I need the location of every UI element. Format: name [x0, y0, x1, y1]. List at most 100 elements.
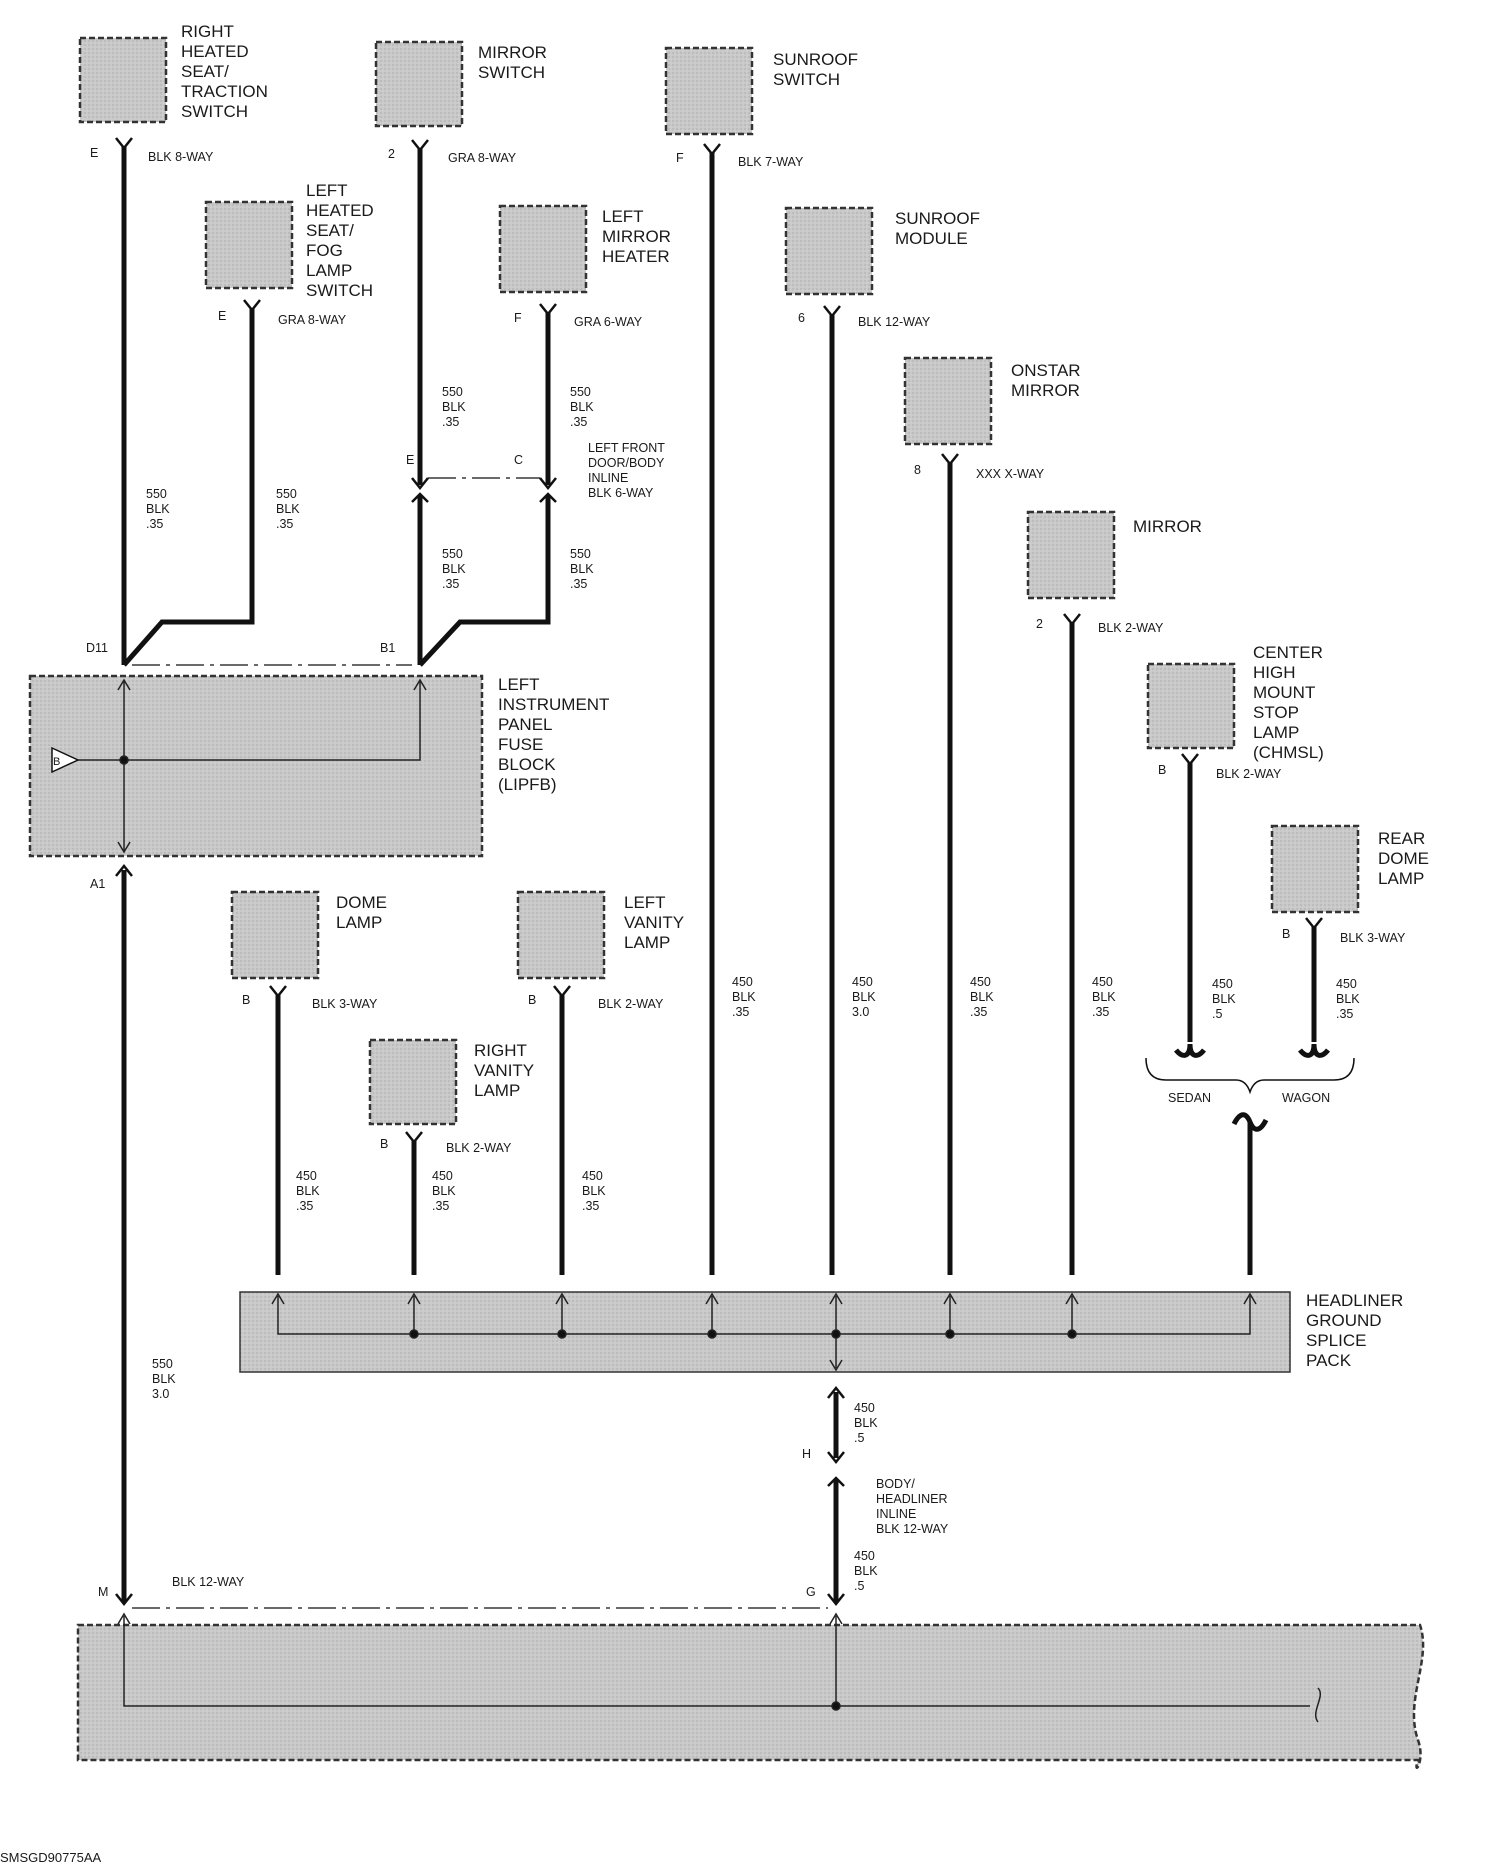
label-line: SEAT/: [306, 221, 354, 240]
label-line: RIGHT: [181, 22, 234, 41]
label-line: RIGHT: [474, 1041, 527, 1060]
inline-door-socket-left: [411, 492, 429, 503]
label-line: .35: [570, 577, 587, 591]
label-line: LEFT: [602, 207, 644, 226]
label-line: .35: [1092, 1005, 1109, 1019]
label-line: LAMP: [1253, 723, 1299, 742]
pin-mirror: 2: [1036, 617, 1043, 631]
label-line: .5: [854, 1579, 864, 1593]
label-mirror: MIRROR: [1133, 517, 1202, 536]
label-line: SUNROOF: [773, 50, 858, 69]
label-line: 450: [970, 975, 991, 989]
wire-left-mirror-heater-lower: [418, 495, 551, 667]
label-line: MOUNT: [1253, 683, 1315, 702]
conn-left-vanity-lamp: BLK 2-WAY: [598, 997, 664, 1011]
label-line: CENTER: [1253, 643, 1323, 662]
label-line: BLK: [1336, 992, 1360, 1006]
hook-chmsl: [1174, 1043, 1206, 1058]
label-line: BLK: [152, 1372, 176, 1386]
label-line: HEATED: [306, 201, 374, 220]
pin-rear-dome-lamp: B: [1282, 927, 1290, 941]
pin-d11: D11: [86, 641, 108, 655]
label-line: INLINE: [588, 471, 628, 485]
label-line: SPLICE: [1306, 1331, 1366, 1350]
terminal-splice-bottom: [827, 1385, 845, 1399]
label-line: BLK: [1092, 990, 1116, 1004]
pin-body-g: G: [806, 1585, 816, 1599]
label-line: 450: [852, 975, 873, 989]
label-line: BLK: [970, 990, 994, 1004]
onstar-mirror-box: [903, 356, 993, 446]
label-line: BLK: [732, 990, 756, 1004]
conn-onstar-mirror: XXX X-WAY: [976, 467, 1045, 481]
pin-left-heated-seat: E: [218, 309, 226, 323]
label-line: HEATER: [602, 247, 670, 266]
label-line: VANITY: [624, 913, 684, 932]
label-line: 3.0: [852, 1005, 869, 1019]
label-line: LAMP: [1378, 869, 1424, 888]
terminal-body-m: [115, 1593, 133, 1607]
conn-mirror: BLK 2-WAY: [1098, 621, 1164, 635]
label-line: 3.0: [152, 1387, 169, 1401]
label-line: STOP: [1253, 703, 1299, 722]
left-heated-seat-switch-box: [204, 200, 294, 290]
body-junction: [831, 1701, 841, 1711]
label-line: INSTRUMENT: [498, 695, 609, 714]
terminal-body-g: [827, 1593, 845, 1607]
label-line: BLK: [854, 1416, 878, 1430]
label-line: BLK: [442, 400, 466, 414]
label-line: 550: [442, 547, 463, 561]
label-line: BLK: [852, 990, 876, 1004]
inline-headliner-socket: [827, 1476, 845, 1487]
dashed-links: [132, 477, 828, 1609]
label-line: LEFT FRONT: [588, 441, 665, 455]
pin-sunroof-module: 6: [798, 311, 805, 325]
label-line: (CHMSL): [1253, 743, 1324, 762]
label-line: BLK: [432, 1184, 456, 1198]
right-heated-seat-switch-box: [78, 36, 168, 124]
conn-sunroof-module: BLK 12-WAY: [858, 315, 931, 329]
label-line: BLK: [582, 1184, 606, 1198]
label-line: .35: [442, 415, 459, 429]
conn-body-inline: BLK 12-WAY: [172, 1575, 245, 1589]
label-line: 450: [432, 1169, 453, 1183]
label-line: 450: [1336, 977, 1357, 991]
pin-inline-headliner-h: H: [802, 1447, 811, 1461]
label-line: HEADLINER: [1306, 1291, 1403, 1310]
pin-mirror-switch: 2: [388, 147, 395, 161]
label-line: REAR: [1378, 829, 1425, 848]
label-line: SWITCH: [478, 63, 545, 82]
label-line: .5: [1212, 1007, 1222, 1021]
label-line: 450: [1092, 975, 1113, 989]
body-arrow-m: [117, 1612, 131, 1625]
connector-terminals: [115, 137, 1323, 1607]
label-line: 550: [570, 547, 591, 561]
pin-dome-lamp: B: [242, 993, 250, 1007]
label-line: 450: [732, 975, 753, 989]
sunroof-switch-box: [664, 46, 754, 136]
label-line: LEFT: [306, 181, 348, 200]
conn-sunroof-switch: BLK 7-WAY: [738, 155, 804, 169]
label-line: .35: [146, 517, 163, 531]
label-line: LEFT: [624, 893, 666, 912]
label-line: 450: [1212, 977, 1233, 991]
fuse-symbol: B: [51, 746, 80, 774]
label-line: DOME: [1378, 849, 1429, 868]
